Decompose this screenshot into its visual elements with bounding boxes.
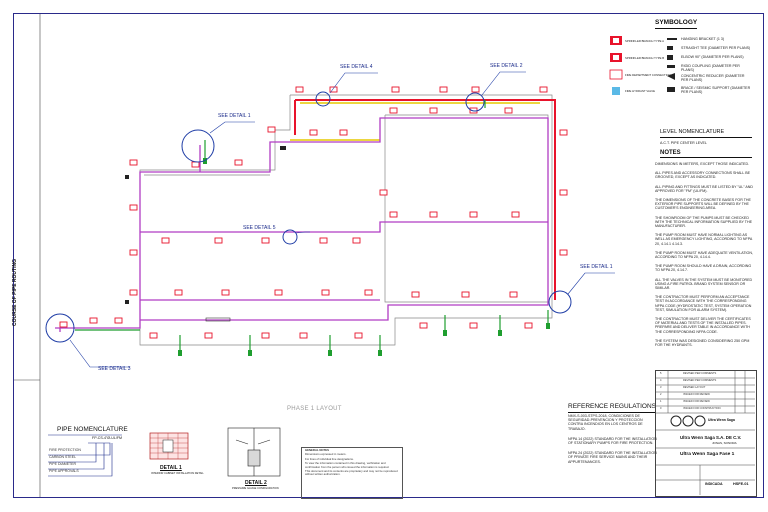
revision-num-4: 2 <box>660 393 662 396</box>
general-notes-box: GENERAL NOTES Dimensions expressed in me… <box>301 447 403 499</box>
general-note-1: Dimensions expressed in meters. <box>305 452 347 457</box>
pipe-nomenclature-item-4: PIPE APPROVALS <box>49 469 79 473</box>
symbology-right-4: RIGID COUPLING (DIAMETER PER PLANS) <box>681 64 740 72</box>
note-7: THE PUMP ROOM MUST HAVE ADEQUATE VENTILA… <box>655 250 753 260</box>
pipe-nomenclature-sample: FP-CS-4"Ø-UL/FM <box>92 436 123 440</box>
callout-detail-1-top: SEE DETAIL 1 <box>218 113 251 119</box>
symbology-right-5: CONCENTRIC REDUCER (DIAMETER PER PLANS) <box>681 74 745 82</box>
detail-2-subtitle: PRESSURE GAUGE CONFIGURATION <box>232 487 279 490</box>
pipe-nomenclature-item-2: CARBON STEEL <box>49 455 77 459</box>
detail-1-subtitle: INTERIOR CABINET INSTALLATION DETAIL <box>151 472 204 475</box>
logo-text: Ultra Wenn Saga <box>708 418 735 422</box>
note-6: THE PUMP ROOM MUST HAVE NORMAL LIGHTING … <box>655 233 753 246</box>
symbology-item-1: SPRINKLER BRANCH TYPE A <box>625 39 664 43</box>
green-pipe-drops <box>75 100 549 352</box>
pipe-nomenclature-title: PIPE NOMENCLATURE <box>57 426 128 433</box>
nomenclature-leaders <box>48 434 122 477</box>
note-1: DIMENSIONS IN METERS, EXCEPT THOSE INDIC… <box>655 162 750 166</box>
title-block <box>655 370 757 497</box>
callout-detail-1-right: SEE DETAIL 1 <box>580 264 613 270</box>
symbology-icons <box>609 36 677 95</box>
callout-detail-3: SEE DETAIL 3 <box>98 366 131 372</box>
detail-2-drawing <box>227 427 281 477</box>
note-10: THE CONTRACTOR MUST PERFORM AN ACCEPTANC… <box>655 295 752 312</box>
drawing-title: PHASE 1 LAYOUT <box>287 406 342 412</box>
general-note-4: This document and its contents are propr… <box>305 469 398 477</box>
callout-detail-4: SEE DETAIL 4 <box>340 64 373 70</box>
main-pipe-route <box>294 99 556 300</box>
level-nomenclature-title: LEVEL NOMENCLATURE <box>660 129 752 138</box>
symbology-right-2: STRAIGHT TEE (DIAMETER PER PLANS) <box>681 46 751 50</box>
regulation-1: NMX-S-003-STPS-2018, CONDICIONES DE SEGU… <box>568 414 643 431</box>
symbology-item-3: FIRE DEPARTMENT CONNECTION <box>625 73 671 77</box>
note-5: THE SHOWROOM OF THE PUMPS MUST BE CHECKE… <box>655 215 752 229</box>
note-9: ALL THE VALVES IN THE SYSTEM MUST BE MON… <box>655 277 753 291</box>
pipe-nomenclature-item-3: PIPE DIAMETER <box>49 462 77 466</box>
scale-label: INDICADA <box>705 482 723 486</box>
level-nomenclature-text: A.C.T. PIPE CENTER LEVEL <box>660 141 707 145</box>
general-notes-title: GENERAL NOTES <box>305 448 330 452</box>
note-2: ALL PIPES AND ACCESSORY CONNECTIONS SHAL… <box>655 171 751 180</box>
regulation-3: NFPA 24 (2022) STANDARD FOR THE INSTALLA… <box>568 451 657 464</box>
company-logo <box>670 415 706 427</box>
notes-title: NOTES <box>660 150 752 158</box>
fitting-markers <box>59 86 568 339</box>
symbology-item-4: FIRE HYDRANT VALVE <box>625 89 655 93</box>
note-4: THE DIMENSIONS OF THE CONCRETE BASES FOR… <box>655 198 751 211</box>
note-12: THE SYSTEM WAS DESIGNED CONSIDERING 250 … <box>655 338 750 348</box>
revision-num-2: 4 <box>660 379 662 382</box>
revision-row-4: ISSUED FOR REVIEW <box>683 393 710 396</box>
detail-circles <box>45 91 572 343</box>
pipe-nomenclature-item-1: FIRE PROTECTION <box>49 448 81 452</box>
symbology-right-6: BRACE / SEISMIC SUPPORT (DIAMETER PER PL… <box>681 86 751 94</box>
reference-regulations-title: REFERENCE REGULATIONS <box>568 403 657 413</box>
symbology-right-1: HANGING BRACKET (1 3) <box>681 37 725 41</box>
symbology-right-3: ELBOW 90° (DIAMETER PER PLANS) <box>681 55 744 59</box>
yellow-pipe-segments <box>290 102 540 141</box>
note-3: ALL PIPING AND FITTINGS MUST BE LISTED B… <box>655 184 753 193</box>
detail-2-title: DETAIL 2 <box>245 480 267 486</box>
callout-detail-2: SEE DETAIL 2 <box>490 63 523 69</box>
vertical-sheet-label: COURSE OF PIPE ROUTING <box>11 259 18 326</box>
revision-num-1: 5 <box>660 372 662 375</box>
client-name: Ultra Wenn Saga S.A. DE C.V. <box>680 435 742 440</box>
equipment-blocks <box>125 146 286 322</box>
revision-num-5: 1 <box>660 400 662 403</box>
reference-regulations-list: NMX-S-003-STPS-2018, CONDICIONES DE SEGU… <box>568 414 658 470</box>
symbology-item-2: SPRINKLER BRANCH TYPE B <box>625 56 665 60</box>
symbology-title: SYMBOLOGY <box>655 19 698 29</box>
branch-pipe-route <box>55 117 549 332</box>
client-city: JONAS, SONORA <box>712 441 737 445</box>
note-11: THE CONTRACTOR MUST DELIVER THE CERTIFIC… <box>655 317 751 334</box>
detail-1-drawing <box>149 432 189 460</box>
revision-row-2: REVISED PER COMMENTS <box>683 379 717 382</box>
revision-row-5: ISSUED FOR REVIEW <box>683 400 710 403</box>
revision-num-6: 0 <box>660 407 662 410</box>
title-block-grid <box>655 370 755 495</box>
note-8: THE PUMP ROOM SHOULD HAVE A DRAIN, ACCOR… <box>655 264 752 273</box>
detail-leaders <box>69 71 615 368</box>
general-note-2: For lines of individual line designation… <box>305 456 354 461</box>
detail-1-title: DETAIL 1 <box>160 465 182 471</box>
callout-detail-5: SEE DETAIL 5 <box>243 225 276 231</box>
hydrant-stubs <box>178 158 550 356</box>
notes-list: DIMENSIONS IN METERS, EXCEPT THOSE INDIC… <box>655 162 755 352</box>
revision-row-6: ISSUED FOR CONSTRUCTION <box>683 407 721 410</box>
revision-row-3: REVISED LAYOUT <box>683 386 706 389</box>
revision-row-1: REVISED PER COMMENTS <box>683 372 717 375</box>
revision-num-3: 3 <box>660 386 662 389</box>
project-name: Ultra Wenn Saga Fase 1 <box>680 452 735 457</box>
sheet-frame <box>13 13 764 498</box>
general-note-3: To view the information contained in thi… <box>305 461 390 469</box>
regulation-2: NFPA 14 (2022) STANDARD FOR THE INSTALLA… <box>568 436 657 446</box>
sheet-code: HSFE-01 <box>733 482 749 486</box>
